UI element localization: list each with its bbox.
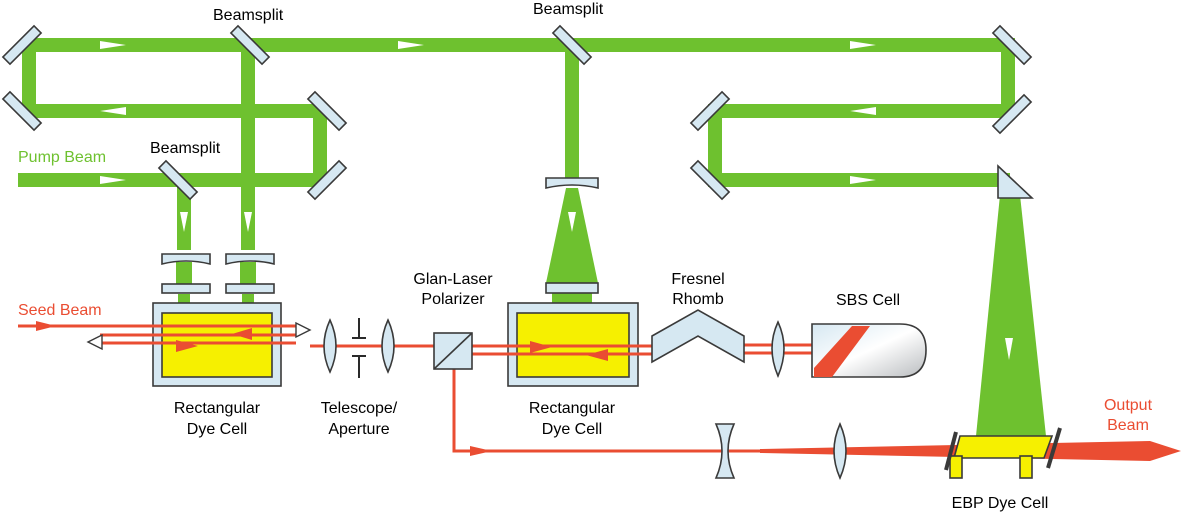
label-beamsplit-pump: Beamsplit [150, 140, 221, 157]
lens-telescope-2 [381, 318, 395, 374]
sbs-cell [811, 323, 927, 378]
arrow-right-icon [530, 341, 552, 353]
green-stub-lens1 [176, 262, 192, 286]
sbs-red-stripe [814, 326, 870, 377]
lens-telescope-1 [323, 318, 337, 374]
beamsplitter-pump [157, 159, 199, 201]
green-stub-lens2 [240, 262, 256, 286]
label-beam: Beam [1107, 417, 1149, 434]
red-output-path [452, 360, 760, 453]
arrow-right-icon [470, 446, 492, 456]
fresnel-rhomb [651, 309, 745, 364]
label-dye-cell-1-b: Dye Cell [187, 421, 247, 438]
arrow-right-icon [295, 321, 312, 339]
label-fresnel: Fresnel [671, 271, 724, 288]
lens-flat-3 [545, 282, 599, 294]
label-beamsplit-top-mid: Beamsplit [533, 1, 604, 18]
label-pump-beam: Pump Beam [18, 149, 106, 166]
arrow-left-icon [586, 349, 608, 361]
ebp-window-right [1046, 427, 1062, 469]
lens-flat-1 [161, 283, 211, 294]
mirror-top-left [1, 24, 43, 66]
green-stub-cell1b [242, 294, 254, 304]
lens-flat-2 [225, 283, 275, 294]
arrow-right-icon [100, 41, 126, 49]
ebp-window-left [944, 431, 958, 471]
ebp-dye-cell [944, 427, 1062, 479]
label-ebp-dye-cell: EBP Dye Cell [952, 495, 1049, 512]
lens-sbs [771, 320, 785, 379]
green-cone-cell2 [546, 188, 598, 283]
telescope [323, 318, 395, 378]
ebp-dye-body [952, 435, 1054, 459]
prism-icon [997, 164, 1035, 199]
lens-concave-1 [161, 253, 211, 266]
labels: Beamsplit Beamsplit Beamsplit Pump Beam … [18, 1, 1153, 512]
polarizer-diagonal [433, 332, 473, 370]
arrow-right-icon [176, 340, 198, 352]
arrow-left-icon [86, 333, 103, 351]
mirror-left-lower [1, 90, 43, 132]
arrow-right-icon [36, 321, 56, 331]
mirror-right-lower [991, 93, 1033, 135]
arrow-left-icon [232, 328, 252, 340]
label-seed-beam: Seed Beam [18, 302, 102, 319]
label-aperture: Aperture [328, 421, 389, 438]
green-cone-ebp [976, 195, 1046, 436]
mirror-top-right [991, 24, 1033, 66]
beamsplitter-top-mid [551, 24, 593, 66]
label-dye-cell-2-b: Dye Cell [542, 421, 602, 438]
label-output: Output [1104, 397, 1153, 414]
arrow-right-icon [850, 176, 876, 184]
arrow-right-icon [398, 41, 424, 49]
label-dye-cell-2-a: Rectangular [529, 400, 616, 417]
arrow-right-icon [100, 176, 126, 184]
pump-lenses [161, 177, 599, 294]
mirror-right-loop-top [306, 90, 348, 132]
mirror-right-loop-bottom [306, 159, 348, 201]
label-polarizer: Polarizer [421, 291, 485, 308]
green-stub-cell1a [178, 294, 190, 304]
arrow-left-icon [100, 107, 126, 115]
mirrors [1, 24, 1035, 201]
arrow-down-icon [568, 212, 576, 232]
green-stub-cell2 [552, 292, 592, 304]
label-dye-cell-1-a: Rectangular [174, 400, 261, 417]
mirror-right-loop-top-left [689, 90, 731, 132]
beamsplitter-top-left [229, 24, 271, 66]
lens-output-concave [714, 423, 736, 479]
arrow-left-icon [850, 107, 876, 115]
arrow-down-icon [1005, 338, 1013, 360]
arrow-right-icon [850, 41, 876, 49]
lens-concave-3 [545, 177, 599, 190]
label-glan-laser: Glan-Laser [413, 271, 493, 288]
mirror-right-loop-bottom-left [689, 159, 731, 201]
ebp-leg-right [1019, 455, 1033, 479]
label-rhomb: Rhomb [672, 291, 724, 308]
pump-direction-arrows [100, 41, 1013, 360]
glan-laser-polarizer [433, 332, 473, 370]
label-sbs-cell: SBS Cell [836, 292, 900, 309]
arrow-down-icon [244, 212, 252, 232]
ebp-leg-left [949, 455, 963, 479]
lens-output-convex [833, 422, 847, 480]
lens-concave-2 [225, 253, 275, 266]
arrow-down-icon [180, 212, 188, 232]
label-beamsplit-top-left: Beamsplit [213, 7, 284, 24]
label-telescope: Telescope/ [321, 400, 398, 417]
